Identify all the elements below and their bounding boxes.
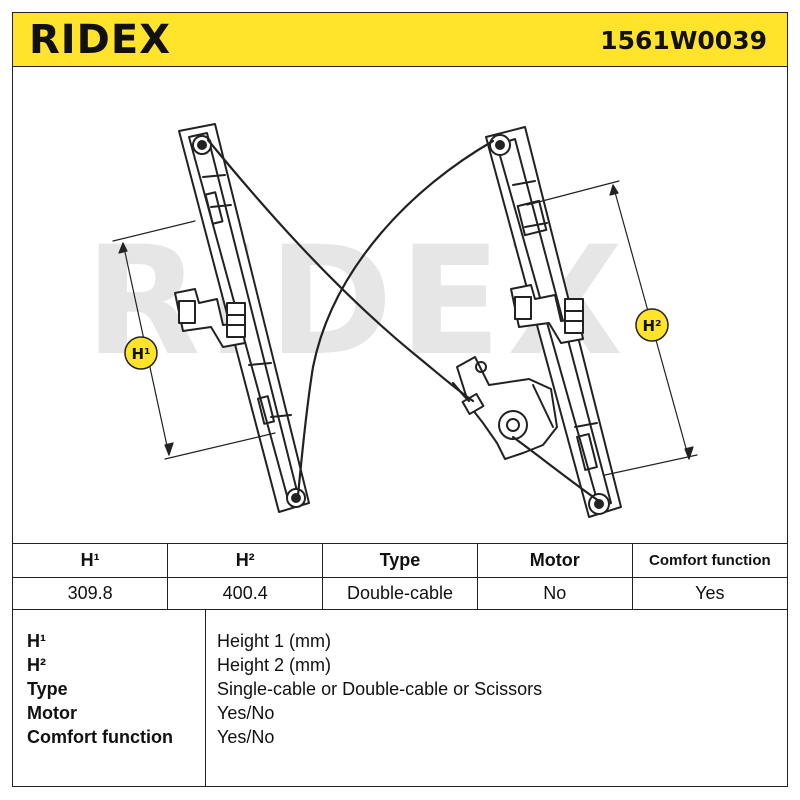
value-h2: 400.4 — [167, 577, 324, 610]
part-number: 1561W0039 — [600, 26, 767, 55]
legend-key: Motor — [27, 703, 77, 723]
legend-value: Yes/No — [217, 727, 275, 747]
legend-row: Motor Yes/No — [13, 703, 787, 727]
h1-label: H¹ — [131, 345, 150, 363]
value-motor: No — [476, 577, 633, 610]
brand-logo: RIDEX — [29, 17, 172, 63]
legend-row: H¹ Height 1 (mm) — [13, 631, 787, 655]
legend-row: H² Height 2 (mm) — [13, 655, 787, 679]
h2-label: H² — [642, 317, 661, 335]
header-type: Type — [322, 543, 478, 578]
spec-header-row: H¹ H² Type Motor Comfort function — [13, 543, 787, 578]
product-sheet: RIDEX 1561W0039 RIDEX — [12, 12, 788, 787]
spec-table: H¹ H² Type Motor Comfort function 309.8 … — [13, 543, 787, 610]
header-comfort: Comfort function — [631, 543, 787, 578]
legend-key: Comfort function — [27, 727, 173, 747]
header-motor: Motor — [476, 543, 633, 578]
legend-value: Height 2 (mm) — [217, 655, 332, 675]
legend-divider — [205, 609, 206, 786]
value-comfort: Yes — [631, 577, 787, 610]
legend-key: H² — [27, 655, 46, 675]
right-slider-clip — [510, 284, 584, 344]
left-slider-clip — [174, 288, 246, 348]
value-h1: 309.8 — [13, 577, 169, 610]
legend-value: Height 1 (mm) — [217, 631, 332, 651]
legend-value: Single-cable or Double-cable or Scissors — [217, 679, 543, 699]
cable-drum-housing — [456, 356, 558, 460]
legend-key: H¹ — [27, 631, 46, 651]
legend-row: Comfort function Yes/No — [13, 727, 787, 751]
window-regulator-drawing: RIDEX — [85, 123, 698, 518]
h2-label-badge: H² — [635, 308, 669, 342]
value-type: Double-cable — [322, 577, 478, 610]
cables — [206, 138, 601, 503]
spec-value-row: 309.8 400.4 Double-cable No Yes — [13, 577, 787, 610]
header-bar: RIDEX 1561W0039 — [13, 13, 787, 67]
legend: H¹ Height 1 (mm) H² Height 2 (mm) Type S… — [13, 609, 787, 786]
header-h2: H² — [167, 543, 324, 578]
header-h1: H¹ — [13, 543, 169, 578]
h1-label-badge: H¹ — [124, 336, 158, 370]
legend-key: Type — [27, 679, 68, 699]
legend-value: Yes/No — [217, 703, 275, 723]
legend-row: Type Single-cable or Double-cable or Sci… — [13, 679, 787, 703]
